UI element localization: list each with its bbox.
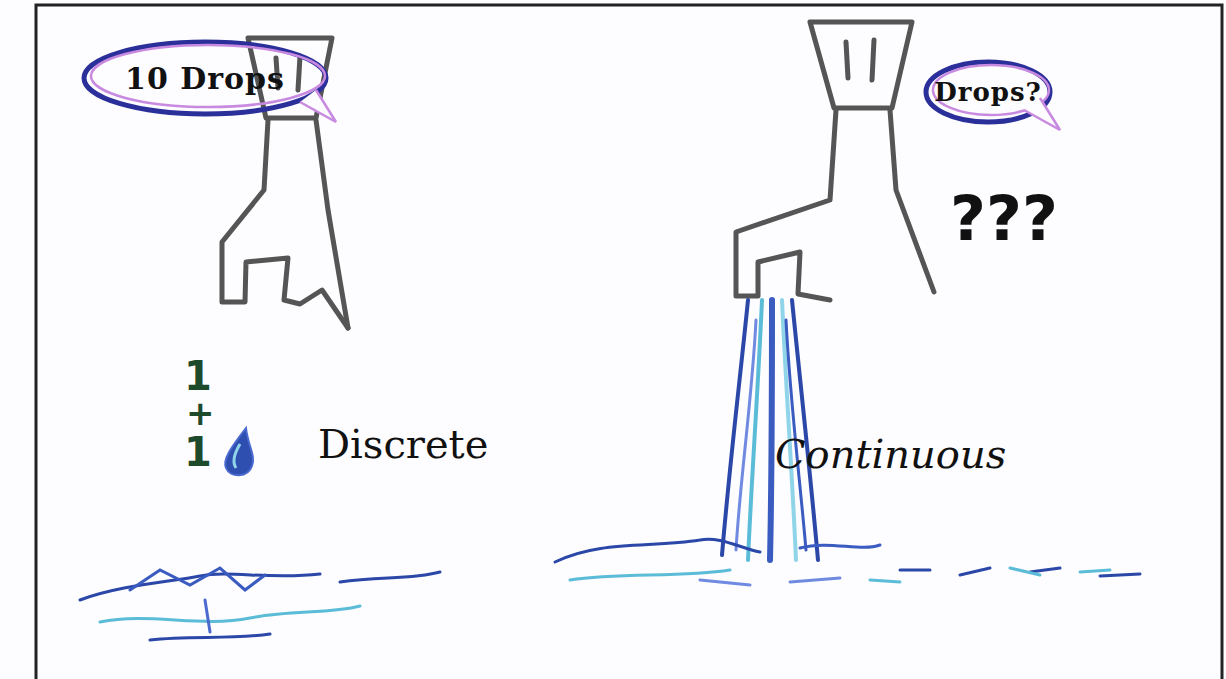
annotation-text: 1: [184, 432, 212, 472]
speech-bubble: 10 Drops: [80, 38, 330, 118]
speech-bubble: Drops?: [922, 58, 1054, 126]
annotation-text: 1: [184, 356, 212, 396]
water-drop: [225, 428, 253, 475]
puddle-right: [555, 539, 1140, 585]
bubble-text: 10 Drops: [125, 61, 285, 96]
water-stream: [722, 300, 818, 560]
annotation-text: Discrete: [318, 424, 488, 464]
annotation-text: +: [186, 396, 215, 430]
annotation-text: ???: [950, 188, 1058, 250]
faucet-right: [736, 22, 934, 300]
frame: [36, 5, 1222, 679]
puddle-left: [80, 568, 440, 640]
drop-highlight: [234, 444, 240, 468]
annotation-text: Continuous: [775, 434, 1006, 474]
bubble-text: Drops?: [934, 77, 1042, 107]
